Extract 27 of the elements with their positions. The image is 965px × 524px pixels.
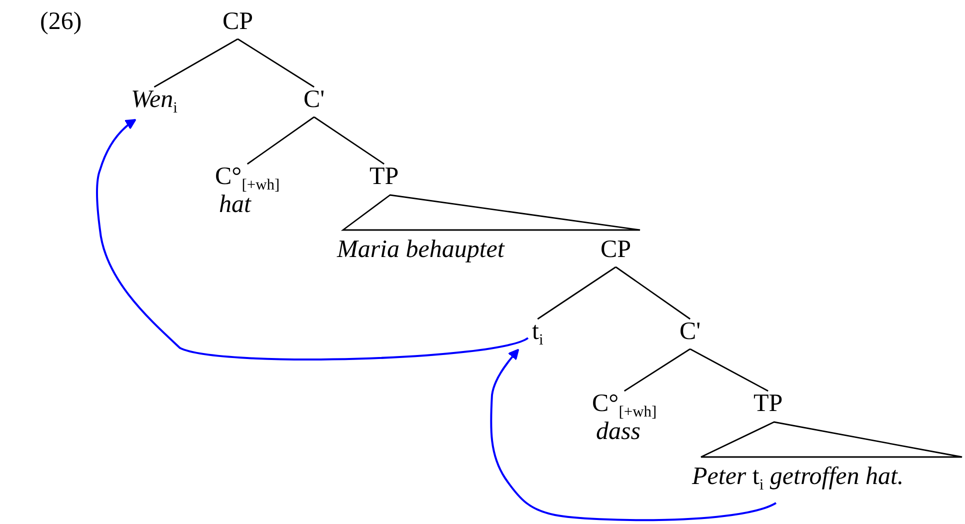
trace-label: t$_{i}$ [532, 318, 544, 346]
movement-arrow [490, 348, 776, 522]
branch-line [537, 266, 616, 320]
word-label: Wen$_{i}$ [131, 86, 178, 114]
branch-line [154, 38, 238, 88]
branch-line [314, 116, 384, 165]
movement-arrow [96, 118, 528, 360]
example-number: (26) [40, 8, 82, 36]
category-label: C°$_{[+wh]}$ [592, 390, 657, 418]
category-label: CP [222, 8, 254, 36]
branch-line [624, 348, 690, 392]
category-label: C' [304, 86, 325, 114]
branch-line [615, 266, 690, 320]
category-label: TP [370, 163, 399, 191]
sentence-text: Peter t$_{i}$ getroffen hat. [692, 463, 904, 491]
roof-triangle [700, 421, 963, 458]
word-label: Maria behauptet [337, 236, 504, 264]
category-label: C°$_{[+wh]}$ [215, 163, 280, 191]
roof-triangle [340, 194, 641, 231]
branch-line [690, 348, 768, 392]
branch-line [246, 116, 314, 165]
category-label: CP [600, 236, 632, 264]
word-label: hat [219, 191, 251, 219]
category-label: TP [754, 390, 783, 418]
word-label: dass [596, 418, 640, 446]
branch-line [237, 38, 314, 88]
category-label: C' [680, 318, 701, 346]
